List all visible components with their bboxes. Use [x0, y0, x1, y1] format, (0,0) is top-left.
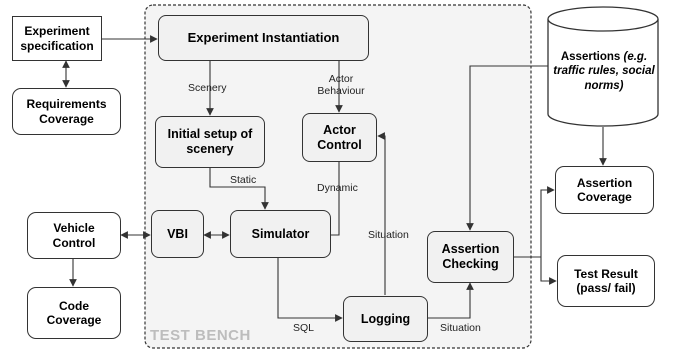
code-coverage-node: Code Coverage [27, 287, 121, 339]
vbi-node: VBI [151, 210, 204, 258]
experiment-instantiation-node: Experiment Instantiation [158, 15, 369, 61]
assertion-checking-node: Assertion Checking [427, 231, 514, 283]
test-bench-label: TEST BENCH [150, 327, 251, 344]
edge-label-dynamic: Dynamic [317, 182, 358, 194]
experiment-specification-node: Experiment specification [12, 16, 102, 61]
initial-setup-label: Initial setup of scenery [167, 127, 253, 156]
initial-setup-node: Initial setup of scenery [155, 116, 265, 168]
edge-label-situation-bottom: Situation [440, 322, 481, 334]
experiment-specification-label: Experiment specification [20, 24, 94, 53]
vehicle-control-label: Vehicle Control [52, 221, 96, 250]
assertion-checking-label: Assertion Checking [441, 242, 500, 271]
vbi-label: VBI [167, 226, 188, 241]
edge-label-actor-behaviour: Actor Behaviour [317, 73, 365, 98]
edge-label-situation-vertical: Situation [368, 229, 409, 241]
edge-assertions-to-checking [466, 65, 548, 231]
assertions-database [547, 6, 659, 127]
edge-label-sql: SQL [293, 322, 315, 334]
simulator-node: Simulator [230, 210, 331, 258]
edge-checking-to-coverage [540, 186, 555, 257]
requirements-coverage-node: Requirements Coverage [12, 88, 121, 135]
code-coverage-label: Code Coverage [46, 298, 102, 327]
assertion-coverage-label: Assertion Coverage [576, 175, 633, 204]
experiment-instantiation-label: Experiment Instantiation [187, 30, 340, 46]
actor-control-node: Actor Control [302, 113, 377, 162]
edge-logging-to-checking [428, 282, 474, 319]
logging-node: Logging [343, 296, 428, 342]
logging-label: Logging [360, 311, 411, 326]
simulator-label: Simulator [251, 226, 310, 241]
edge-logging-to-actor [377, 132, 386, 295]
test-result-label: Test Result (pass/ fail) [574, 266, 638, 295]
requirements-coverage-label: Requirements Coverage [26, 97, 107, 126]
edge-simulator-to-logging [277, 258, 343, 322]
assertion-coverage-node: Assertion Coverage [555, 166, 654, 214]
assertions-title: Assertions [560, 51, 621, 63]
vehicle-control-node: Vehicle Control [27, 212, 121, 259]
test-result-node: Test Result (pass/ fail) [557, 255, 655, 307]
edge-label-scenery: Scenery [188, 82, 227, 94]
assertions-text: Assertions (e.g. traffic rules, social n… [552, 50, 656, 93]
edge-checking-to-result [540, 257, 557, 285]
actor-control-label: Actor Control [317, 122, 362, 152]
edge-label-static: Static [230, 174, 257, 186]
edge-setup-to-simulator [209, 168, 269, 210]
assertions-detail: (e.g. traffic rules, social norms) [553, 51, 655, 92]
